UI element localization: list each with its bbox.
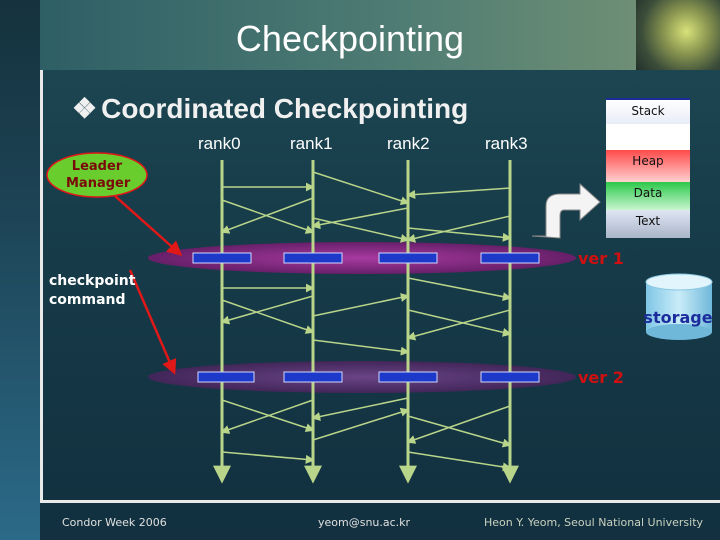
message-arrow	[312, 293, 410, 317]
message-arrow	[312, 217, 410, 243]
checkpoint-command-line1: checkpoint	[49, 273, 136, 289]
message-arrow	[406, 215, 511, 243]
leader-manager-line2: Manager	[66, 176, 131, 191]
message-arrow	[221, 399, 315, 433]
message-arrow	[407, 415, 512, 448]
storage-label: storage	[643, 308, 713, 327]
subtitle-text: Coordinated Checkpointing	[101, 93, 469, 124]
checkpoint-block-ver1-rank2	[378, 252, 438, 264]
title-band	[40, 0, 640, 70]
checkpoint-block-ver2-rank0	[197, 371, 255, 383]
message-arrow	[407, 451, 512, 472]
frame-vertical-rule	[40, 70, 43, 502]
checkpoint-block-ver1-rank3	[480, 252, 540, 264]
footer-author: Heon Y. Yeom, Seoul National University	[484, 516, 704, 529]
checkpoint-block-ver2-rank3	[480, 371, 540, 383]
leader-manager-line1: Leader	[71, 159, 123, 174]
checkpoint-command-line2: command	[49, 292, 126, 308]
rank-label-2: rank2	[387, 134, 430, 153]
checkpoint-command-label: checkpoint command	[49, 272, 135, 310]
memory-segment-stack: Stack	[606, 98, 690, 124]
rank-label-0: rank0	[198, 134, 241, 153]
message-arrow	[311, 207, 409, 230]
message-arrow	[312, 171, 410, 206]
message-arrow	[221, 451, 315, 464]
message-arrow	[312, 339, 410, 356]
slide-title: Checkpointing	[235, 18, 465, 59]
memory-segment-text: Text	[606, 210, 690, 238]
message-arrow	[406, 309, 511, 341]
message-arrow	[221, 199, 315, 234]
bullet-icon: ❖	[72, 93, 98, 124]
frame-horizontal-rule	[40, 500, 720, 503]
memory-segment-gap	[606, 124, 690, 150]
memory-segment-data: Data	[606, 182, 690, 210]
message-arrow	[221, 299, 315, 334]
leader-manager-ellipse	[46, 152, 148, 198]
message-arrow	[220, 197, 314, 234]
slide-subtitle: ❖Coordinated Checkpointing	[72, 92, 468, 125]
storage-cylinder-top	[645, 273, 713, 291]
message-arrow	[407, 309, 512, 337]
message-arrow	[407, 277, 512, 302]
message-arrow	[220, 295, 314, 325]
curved-arrow-icon	[531, 182, 601, 239]
message-arrow	[407, 227, 512, 242]
left-accent-bar	[0, 0, 40, 540]
checkpoint-block-ver2-rank2	[378, 371, 438, 383]
checkpoint-block-ver1-rank1	[283, 252, 343, 264]
command-arrow-ver2	[128, 269, 177, 375]
message-arrow	[220, 399, 314, 434]
message-arrow	[406, 187, 511, 199]
version-label-1: ver 1	[578, 249, 624, 268]
computer-photo-icon	[636, 0, 720, 70]
leader-manager-label: Leader Manager	[66, 158, 131, 192]
rank-label-3: rank3	[485, 134, 528, 153]
message-arrow	[311, 397, 409, 421]
memory-segment-heap: Heap	[606, 150, 690, 182]
storage-cylinder-bottom	[646, 324, 712, 340]
command-arrow-ver1	[114, 195, 183, 256]
version-label-2: ver 2	[578, 368, 624, 387]
footer-email: yeom@snu.ac.kr	[318, 516, 411, 529]
rank-label-1: rank1	[290, 134, 333, 153]
checkpoint-ellipse-ver2	[148, 361, 576, 393]
footer-event: Condor Week 2006	[62, 516, 167, 529]
checkpoint-block-ver2-rank1	[283, 371, 343, 383]
checkpoint-ellipse-ver1	[148, 242, 576, 274]
checkpoint-block-ver1-rank0	[192, 252, 252, 264]
message-arrow	[406, 405, 511, 444]
message-arrow	[312, 407, 410, 441]
